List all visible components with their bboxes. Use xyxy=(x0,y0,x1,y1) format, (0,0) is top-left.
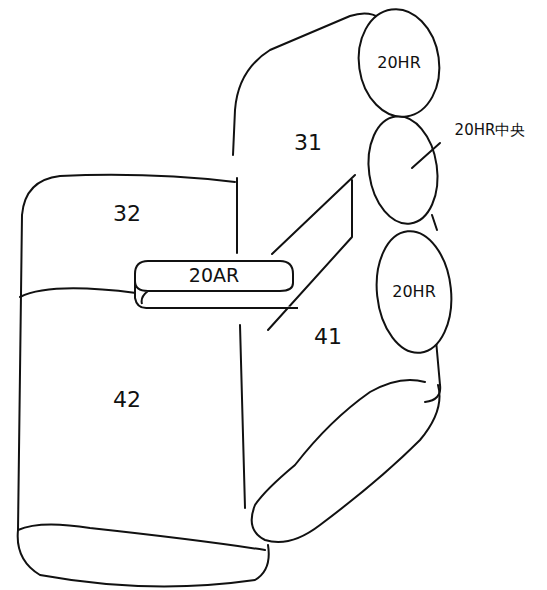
part-code: 20HR xyxy=(377,54,421,72)
part-code: 20AR xyxy=(189,265,239,286)
node-shape xyxy=(371,227,457,356)
center-headrest xyxy=(362,112,444,228)
armrest-band: 20AR xyxy=(134,260,294,310)
callout-label: 20HR中央 xyxy=(455,122,526,139)
part-code: 20HR xyxy=(392,283,436,301)
seat-back-outline xyxy=(233,13,380,155)
left-seat-split xyxy=(20,288,136,297)
headrest-ellipse: 20HR xyxy=(376,230,452,354)
node-shape xyxy=(352,4,446,122)
seat-cushion-outline xyxy=(252,380,440,542)
part-number: 31 xyxy=(294,131,322,155)
leader-line xyxy=(412,143,440,168)
headrest-ellipse: 20HR xyxy=(358,8,440,118)
part-number: 32 xyxy=(113,202,141,226)
part-number: 41 xyxy=(314,325,342,349)
left-seat-outline xyxy=(18,175,269,587)
part-number: 42 xyxy=(113,388,141,412)
seat-divider xyxy=(237,178,245,508)
node-shape xyxy=(135,261,298,308)
left-seat-bottom xyxy=(18,524,265,550)
